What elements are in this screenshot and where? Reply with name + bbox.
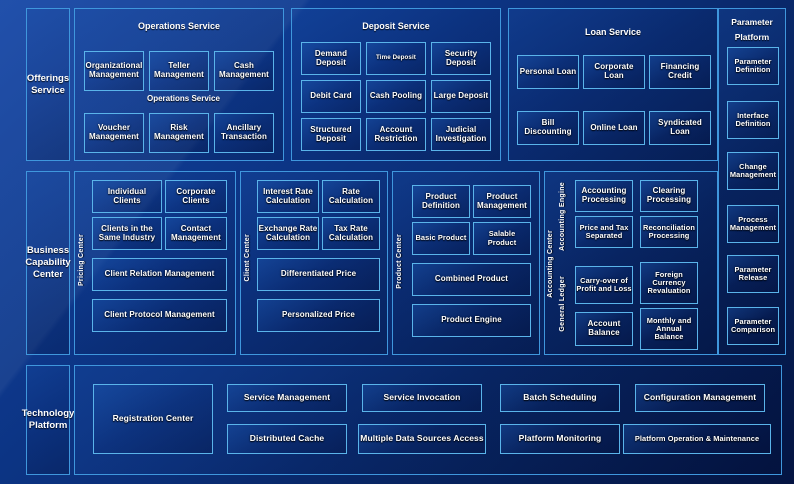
- cell-parameter-definition[interactable]: Parameter Definition: [727, 47, 779, 85]
- cell-service-management[interactable]: Service Management: [227, 384, 347, 412]
- cell-interface-definition[interactable]: Interface Definition: [727, 101, 779, 139]
- cell-parameter-comparison[interactable]: Parameter Comparison: [727, 307, 779, 345]
- cell-product-definition[interactable]: Product Definition: [412, 185, 470, 218]
- cell-account-restriction[interactable]: Account Restriction: [366, 118, 426, 151]
- cell-rate-calculation[interactable]: Rate Calculation: [322, 180, 380, 213]
- cell-teller-management[interactable]: Teller Management: [149, 51, 209, 91]
- group-title-operations-service-overlay: Operations Service: [147, 94, 220, 103]
- row-label-technology-platform: Technology Platform: [22, 365, 74, 475]
- cell-corporate-loan[interactable]: Corporate Loan: [583, 55, 645, 89]
- row-label-text: Offerings Service: [26, 72, 70, 96]
- group-deposit-service: Deposit Service Demand Deposit Time Depo…: [291, 8, 501, 161]
- cell-price-and-tax-separated[interactable]: Price and Tax Separated: [575, 216, 633, 248]
- cell-account-balance[interactable]: Account Balance: [575, 312, 633, 346]
- cell-multiple-data-sources-access[interactable]: Multiple Data Sources Access: [358, 424, 486, 454]
- cell-ancillary-transaction[interactable]: Ancillary Transaction: [214, 113, 274, 153]
- cell-platform-monitoring[interactable]: Platform Monitoring: [500, 424, 620, 454]
- cell-tax-rate-calculation[interactable]: Tax Rate Calculation: [322, 217, 380, 250]
- cell-individual-clients[interactable]: Individual Clients: [92, 180, 162, 213]
- cell-debit-card[interactable]: Debit Card: [301, 80, 361, 113]
- group-accounting-center: Accounting Center Accounting Engine Gene…: [544, 171, 718, 355]
- cell-personalized-price[interactable]: Personalized Price: [257, 299, 380, 332]
- cell-registration-center[interactable]: Registration Center: [93, 384, 213, 454]
- cell-cash-pooling[interactable]: Cash Pooling: [366, 80, 426, 113]
- cell-differentiated-price[interactable]: Differentiated Price: [257, 258, 380, 291]
- cell-structured-deposit[interactable]: Structured Deposit: [301, 118, 361, 151]
- cell-configuration-management[interactable]: Configuration Management: [635, 384, 765, 412]
- cell-monthly-and-annual-balance[interactable]: Monthly and Annual Balance: [640, 308, 698, 350]
- cell-organizational-management[interactable]: Organizational Management: [84, 51, 144, 91]
- cell-product-management[interactable]: Product Management: [473, 185, 531, 218]
- cell-clearing-processing[interactable]: Clearing Processing: [640, 180, 698, 212]
- group-operations-service: Operations Service Organizational Manage…: [74, 8, 284, 161]
- cell-large-deposit[interactable]: Large Deposit: [431, 80, 491, 113]
- group-title-operations-service: Operations Service: [137, 21, 221, 31]
- cell-platform-operation-and-maintenance[interactable]: Platform Operation & Maintenance: [623, 424, 771, 454]
- vertical-label-client-center: Client Center: [244, 234, 251, 282]
- parameter-platform-title-line2: Platform: [734, 32, 770, 42]
- group-title-deposit-service: Deposit Service: [362, 21, 430, 31]
- group-pricing-center: Pricing Center Individual Clients Corpor…: [74, 171, 236, 355]
- cell-exchange-rate-calculation[interactable]: Exchange Rate Calculation: [257, 217, 319, 250]
- cell-demand-deposit[interactable]: Demand Deposit: [301, 42, 361, 75]
- group-client-center: Client Center Interest Rate Calculation …: [240, 171, 388, 355]
- cell-risk-management[interactable]: Risk Management: [149, 113, 209, 153]
- cell-personal-loan[interactable]: Personal Loan: [517, 55, 579, 89]
- cell-bill-discounting[interactable]: Bill Discounting: [517, 111, 579, 145]
- group-title-loan-service: Loan Service: [584, 27, 642, 37]
- cell-salable-product[interactable]: Salable Product: [473, 222, 531, 255]
- cell-time-deposit[interactable]: Time Deposit: [366, 42, 426, 75]
- vertical-label-product-center: Product Center: [396, 234, 403, 289]
- row-label-text: Technology Platform: [21, 408, 75, 431]
- cell-online-loan[interactable]: Online Loan: [583, 111, 645, 145]
- cell-change-management[interactable]: Change Management: [727, 152, 779, 190]
- offerings-service-row: Offerings Service Operations Service Org…: [6, 6, 788, 163]
- vertical-label-pricing-center: Pricing Center: [78, 234, 85, 287]
- business-capability-center-row: Business Capability Center Pricing Cente…: [6, 169, 788, 357]
- cell-corporate-clients[interactable]: Corporate Clients: [165, 180, 227, 213]
- group-loan-service: Loan Service Personal Loan Corporate Loa…: [508, 8, 718, 161]
- cell-interest-rate-calculation[interactable]: Interest Rate Calculation: [257, 180, 319, 213]
- cell-clients-in-the-same-industry[interactable]: Clients in the Same Industry: [92, 217, 162, 250]
- row-label-text: Business Capability Center: [25, 245, 71, 280]
- row-label-offerings-service: Offerings Service: [26, 8, 70, 161]
- cell-cash-management[interactable]: Cash Management: [214, 51, 274, 91]
- technology-platform-row: Technology Platform Registration Center …: [6, 363, 788, 478]
- cell-process-management[interactable]: Process Management: [727, 205, 779, 243]
- vertical-label-general-ledger: General Ledger: [559, 276, 566, 332]
- cell-product-engine[interactable]: Product Engine: [412, 304, 531, 337]
- cell-client-relation-management[interactable]: Client Relation Management: [92, 258, 227, 291]
- vertical-label-accounting-engine: Accounting Engine: [559, 182, 566, 251]
- cell-accounting-processing[interactable]: Accounting Processing: [575, 180, 633, 212]
- cell-financing-credit[interactable]: Financing Credit: [649, 55, 711, 89]
- cell-basic-product[interactable]: Basic Product: [412, 222, 470, 255]
- cell-combined-product[interactable]: Combined Product: [412, 263, 531, 296]
- cell-voucher-management[interactable]: Voucher Management: [84, 113, 144, 153]
- cell-parameter-release[interactable]: Parameter Release: [727, 255, 779, 293]
- cell-carry-over-of-profit-and-loss[interactable]: Carry-over of Profit and Loss: [575, 266, 633, 304]
- cell-foreign-currency-revaluation[interactable]: Foreign Currency Revaluation: [640, 262, 698, 304]
- cell-contact-management[interactable]: Contact Management: [165, 217, 227, 250]
- group-product-center: Product Center Product Definition Produc…: [392, 171, 540, 355]
- technology-platform-panel: Registration Center Service Management D…: [74, 365, 782, 475]
- cell-security-deposit[interactable]: Security Deposit: [431, 42, 491, 75]
- cell-reconciliation-processing[interactable]: Reconciliation Processing: [640, 216, 698, 248]
- cell-batch-scheduling[interactable]: Batch Scheduling: [500, 384, 620, 412]
- vertical-label-accounting-center: Accounting Center: [547, 230, 554, 298]
- parameter-platform-title-line1: Parameter: [731, 17, 773, 27]
- cell-judicial-investigation[interactable]: Judicial Investigation: [431, 118, 491, 151]
- cell-syndicated-loan[interactable]: Syndicated Loan: [649, 111, 711, 145]
- cell-client-protocol-management[interactable]: Client Protocol Management: [92, 299, 227, 332]
- parameter-platform-column: Parameter Platform Parameter Definition …: [718, 8, 786, 355]
- cell-service-invocation[interactable]: Service Invocation: [362, 384, 482, 412]
- row-label-business-capability-center: Business Capability Center: [25, 171, 71, 355]
- cell-distributed-cache[interactable]: Distributed Cache: [227, 424, 347, 454]
